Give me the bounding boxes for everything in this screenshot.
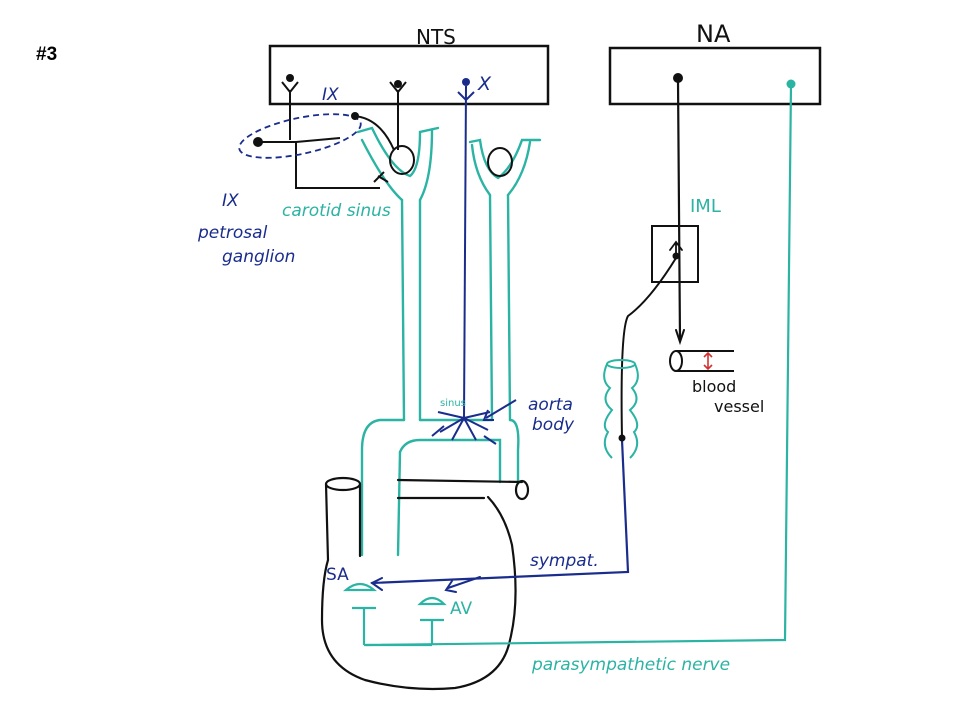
nts-second-neuron <box>394 80 402 88</box>
vagus-pathway <box>431 85 517 445</box>
blood-label: blood <box>692 377 736 396</box>
nodes <box>343 582 447 645</box>
av-node <box>417 596 447 606</box>
carotid-sinus-label: carotid sinus <box>282 201 391 221</box>
sa-node <box>343 582 377 592</box>
parasympathetic-label: parasympathetic nerve <box>531 655 730 675</box>
ix-synapse <box>351 112 359 120</box>
petrosal-label: petrosal <box>197 223 268 243</box>
parasympathetic-pathway <box>364 83 793 647</box>
av-label: AV <box>450 599 473 619</box>
na-vagal-neuron <box>786 79 796 89</box>
petrosal-ganglion-outline <box>238 113 362 159</box>
vessel-label: vessel <box>714 397 764 416</box>
sympathetic-pathway <box>370 78 699 593</box>
body-label: body <box>532 415 575 435</box>
ganglion-synapse <box>618 434 626 442</box>
iml-box <box>651 225 699 283</box>
ix-left-label: IX <box>222 191 239 211</box>
na-label: NA <box>696 20 731 48</box>
blood-vessel <box>669 350 734 372</box>
na-sympathetic-neuron <box>673 73 683 83</box>
nts-label: NTS <box>416 25 456 49</box>
slide-number: #3 <box>36 44 58 65</box>
ganglion-label: ganglion <box>222 247 295 267</box>
nts-x-neuron <box>462 78 470 86</box>
nts-box <box>268 44 550 106</box>
x-top-label: X <box>477 73 492 95</box>
sinus-small-label: sinus <box>440 398 466 409</box>
heart <box>320 476 530 691</box>
nts-ix-neuron <box>286 74 294 82</box>
sa-label: SA <box>326 565 349 585</box>
sympathetic-ganglion <box>603 359 639 459</box>
arterial-tree <box>356 126 542 557</box>
aorta-label: aorta <box>528 395 573 415</box>
na-box <box>608 46 822 106</box>
sympat-label: sympat. <box>530 551 599 571</box>
carotid-bodies <box>389 145 513 177</box>
iml-label: IML <box>690 196 721 217</box>
ix-top-label: IX <box>322 85 339 105</box>
petrosal-ganglion-cell <box>253 137 263 147</box>
iml-neuron <box>672 252 680 260</box>
